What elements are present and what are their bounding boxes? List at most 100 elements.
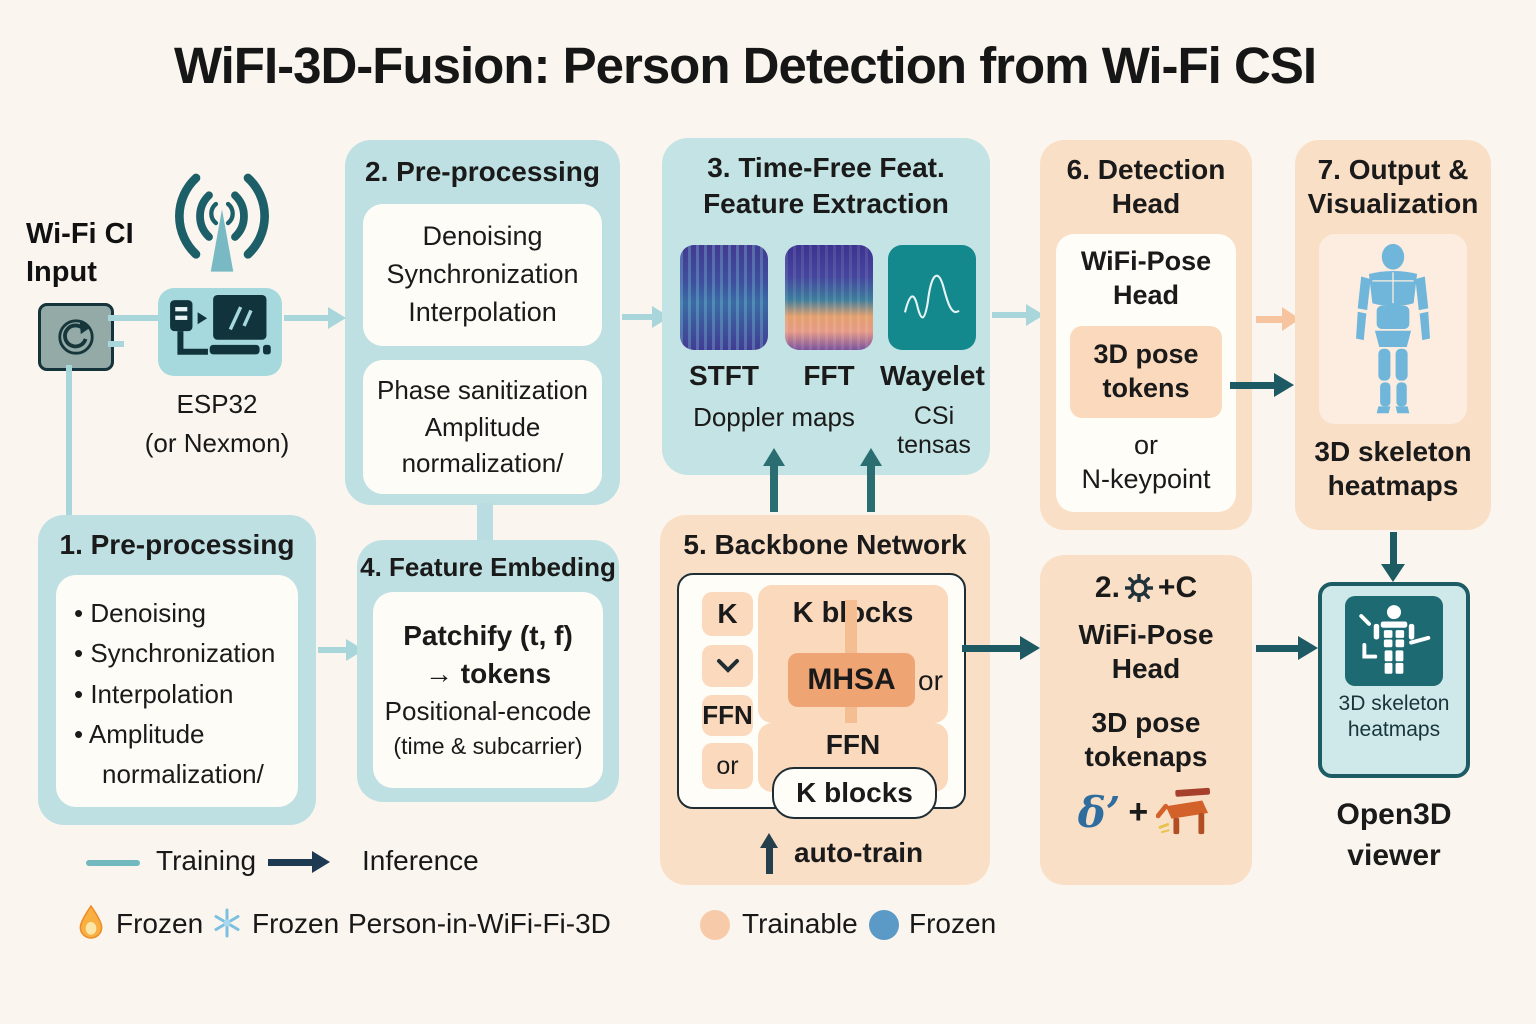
fft-spectrogram-image — [785, 245, 873, 350]
output-title1: 7. Output & — [1317, 154, 1469, 185]
box8-tokens-line2: tokenaps — [1084, 741, 1208, 772]
preprocessing-2-card1: Denoising Synchronization Interpolation — [363, 204, 602, 346]
box8-header: 2. +C — [1040, 571, 1252, 605]
wifi-input-label: Wi-Fi CI Input — [26, 216, 176, 291]
arrow-box8-open3d-shaft — [1256, 645, 1298, 652]
arrow-box7-open3d-shaft — [1390, 532, 1397, 566]
detection-or: or — [1133, 430, 1158, 460]
prep-item: • Synchronization — [74, 638, 276, 669]
preprocessing-2-card2: Phase sanitization Amplitude normalizati… — [363, 360, 602, 494]
arrow-box1-box4-shaft — [318, 647, 346, 653]
legend-dataset-label: Person-in-WiFi-Fi-3D — [348, 908, 611, 939]
esp32-label-line1: ESP32 — [176, 389, 258, 419]
box8-header-number: 2. — [1094, 571, 1120, 604]
detection-head-title1: 6. Detection — [1066, 154, 1226, 185]
open3d-caption2: heatmaps — [1347, 718, 1441, 741]
output-title2: Visualization — [1307, 188, 1479, 219]
chair-icon — [1156, 787, 1211, 835]
tile-label-fft: FFT — [803, 360, 855, 391]
arrow-backbone-box3-shaft-1 — [770, 464, 778, 512]
body-render-panel — [1319, 234, 1467, 424]
feature-extraction-title1: 3. Time-Free Feat. — [707, 152, 945, 183]
ffn-label: FFN — [825, 729, 881, 760]
arrow-box5-box8-head — [1020, 636, 1040, 660]
frozen-dot-icon — [869, 910, 899, 940]
delta-glyph-icon: δ’ — [1077, 787, 1121, 837]
arrow-tokens-box7-head — [1274, 373, 1294, 397]
arrow-box8-open3d-head — [1298, 636, 1318, 660]
caption-doppler-maps: Doppler maps — [693, 402, 855, 432]
pose-tokens-chip: 3D pose tokens — [1070, 326, 1222, 418]
box8-head-line1: WiFi-Pose — [1078, 619, 1214, 650]
card1-line: Denoising — [422, 221, 543, 252]
flame-icon — [78, 905, 104, 939]
embed-line3: Positional-encode — [384, 696, 592, 726]
wifi-input-label-line1: Wi-Fi CI — [26, 218, 134, 250]
node-feature-extraction: 3. Time-Free Feat. Feature Extraction ST… — [662, 138, 990, 475]
output-caption1: 3D skeleton — [1314, 436, 1472, 467]
esp32-node — [158, 288, 282, 376]
stft-spectrogram-image — [680, 245, 768, 350]
prep-item: • Interpolation — [74, 678, 234, 709]
mhsa-chip: MHSA — [788, 653, 915, 707]
wavelet-image — [888, 245, 976, 350]
legend-frozen-circle-label: Frozen — [909, 908, 997, 939]
backbone-ffn-left-chip: FFN — [702, 695, 753, 736]
page-title: WiFI-3D-Fusion: Person Detection from Wi… — [173, 37, 1317, 94]
open3d-label: Open3D viewer — [1308, 795, 1480, 876]
node-feature-embedding: 4. Feature Embeding Patchify (t, f) → to… — [357, 540, 619, 802]
legend-inference-head — [312, 851, 330, 873]
feature-embedding-title: 4. Feature Embeding — [360, 552, 616, 582]
pose-tokens-line2: tokens — [1102, 373, 1190, 403]
wifi-input-label-line2: Input — [26, 255, 97, 288]
legend-frozen-flame-label: Frozen — [116, 908, 204, 939]
csi-input-device — [38, 303, 114, 371]
node-wifi-pose-head-2: 2. +C WiFi-Pose Head 3D pose tokenaps δ’… — [1040, 555, 1252, 885]
prep-item: normalization/ — [102, 759, 264, 790]
open3d-viewer-panel: 3D skeleton heatmaps — [1318, 582, 1470, 778]
legend-trainable-label: Trainable — [742, 908, 858, 939]
arrow-esp32-box2-shaft — [284, 315, 328, 321]
wifi-antenna-icon — [170, 166, 274, 294]
embed-line4: (time & subcarrier) — [393, 733, 583, 759]
pose-tokens-line1: 3D pose — [1093, 339, 1199, 370]
backbone-title: 5. Backbone Network — [683, 529, 967, 560]
skeleton-heatmap-tile — [1345, 596, 1443, 686]
box8-icons: δ’ + — [1040, 787, 1252, 837]
output-caption2: heatmaps — [1327, 470, 1459, 501]
plus-sign: + — [1128, 792, 1149, 831]
connector-input-box1 — [66, 365, 72, 518]
arrow-box7-open3d-head — [1381, 564, 1405, 582]
box8-tokens-line1: 3D pose — [1091, 707, 1201, 738]
feature-embedding-card: Patchify (t, f) → tokens Positional-enco… — [373, 592, 603, 788]
trainable-dot-icon — [700, 910, 730, 940]
open3d-label-line1: Open3D — [1336, 798, 1452, 831]
node-preprocessing-1: 1. Pre-processing • Denoising • Synchron… — [38, 515, 316, 825]
legend-frozen-snow-label: Frozen — [252, 908, 340, 939]
backbone-or-right: or — [918, 665, 943, 696]
legend-training-label: Training — [156, 845, 257, 876]
node-backbone-network: 5. Backbone Network K FFN or K blocks MH… — [660, 515, 990, 885]
feature-extraction-title2: Feature Extraction — [703, 188, 949, 219]
arrow-box3-box6-shaft — [992, 312, 1026, 318]
card2-line: Phase sanitization — [376, 375, 589, 406]
human-figure-icon — [1356, 243, 1430, 414]
card2-line: normalization/ — [401, 448, 564, 479]
prep-item: • Amplitude — [74, 718, 205, 749]
arrow-tokens-box7-shaft — [1230, 382, 1274, 389]
legend-inference-label: Inference — [362, 845, 479, 876]
box8-head-line2: Head — [1111, 653, 1181, 684]
card1-line: Synchronization — [386, 259, 579, 290]
prep-item: • Denoising — [74, 598, 206, 628]
card2-line: Amplitude — [424, 411, 541, 442]
node-detection-head: 6. Detection Head WiFi-Pose Head 3D pose… — [1040, 140, 1252, 530]
auto-train-label: auto-train — [794, 837, 924, 868]
esp32-label: ESP32 (or Nexmon) — [122, 385, 312, 463]
node-output-visualization: 7. Output & Visualization — [1295, 140, 1491, 530]
open3d-caption1: 3D skeleton — [1338, 692, 1450, 715]
legend-inference-shaft — [268, 859, 312, 866]
arrow-backbone-box3-head-2 — [860, 448, 882, 466]
arrow-backbone-box3-head-1 — [763, 448, 785, 466]
open3d-label-line2: viewer — [1347, 838, 1441, 872]
